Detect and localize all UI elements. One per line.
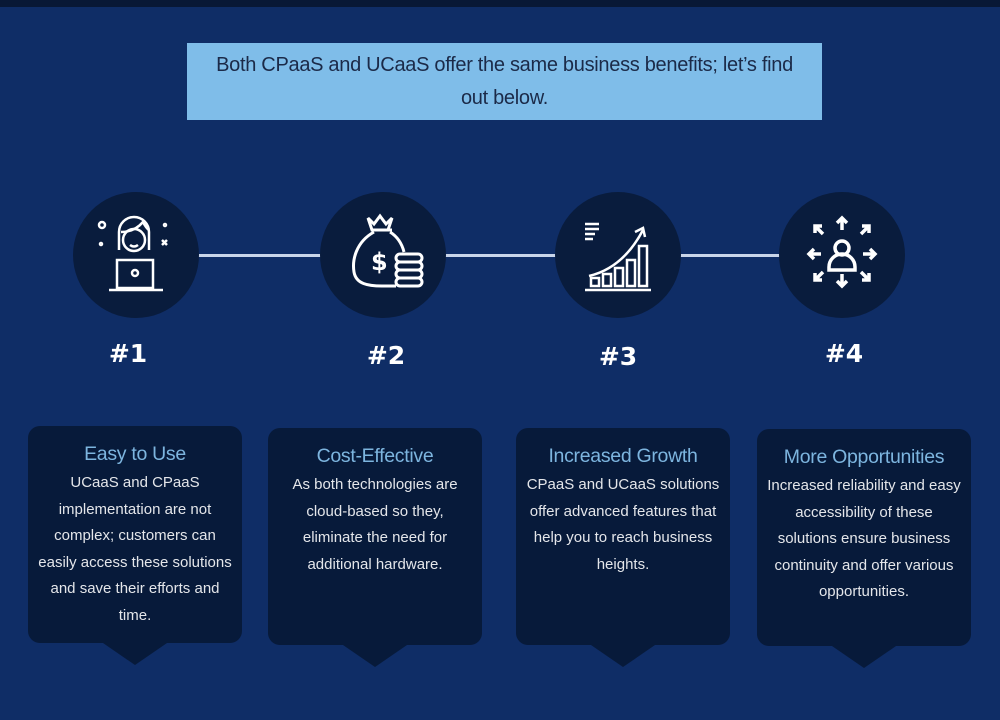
benefit-card-increased-growth: Increased Growth CPaaS and UCaaS solutio… xyxy=(516,428,730,667)
growth-chart-icon xyxy=(585,222,651,292)
benefit-card-more-opportunities: More Opportunities Increased reliability… xyxy=(757,429,971,668)
card-body: As both technologies are cloud-based so … xyxy=(292,476,458,573)
connector-line xyxy=(440,254,560,257)
card-title: Easy to Use xyxy=(84,443,186,465)
connector-line xyxy=(190,254,330,257)
person-laptop-icon xyxy=(97,215,168,292)
money-bag-icon: $ xyxy=(352,213,424,288)
step-3-number: #3 xyxy=(598,342,638,371)
step-3-circle xyxy=(555,192,681,318)
card-body: Increased reliability and easy accessibi… xyxy=(767,477,961,600)
opportunities-icon xyxy=(806,215,878,289)
card-title: More Opportunities xyxy=(783,446,945,468)
step-1-circle xyxy=(73,192,199,318)
connector-line xyxy=(675,254,785,257)
step-2-circle: $ xyxy=(320,192,446,318)
card-body: CPaaS and UCaaS solutions offer advanced… xyxy=(526,476,720,573)
step-1-number: #1 xyxy=(108,339,148,368)
card-title: Increased Growth xyxy=(548,445,698,467)
step-2-number: #2 xyxy=(366,341,406,370)
benefit-card-easy-to-use: Easy to Use UCaaS and CPaaS implementati… xyxy=(28,426,242,665)
svg-text:$: $ xyxy=(371,248,388,276)
card-title: Cost-Effective xyxy=(316,445,434,467)
intro-banner: Both CPaaS and UCaaS offer the same busi… xyxy=(187,43,822,120)
top-bar xyxy=(0,0,1000,7)
step-4-number: #4 xyxy=(824,339,864,368)
step-4-circle xyxy=(779,192,905,318)
benefit-card-cost-effective: Cost-Effective As both technologies are … xyxy=(268,428,482,667)
card-body: UCaaS and CPaaS implementation are not c… xyxy=(38,474,232,624)
